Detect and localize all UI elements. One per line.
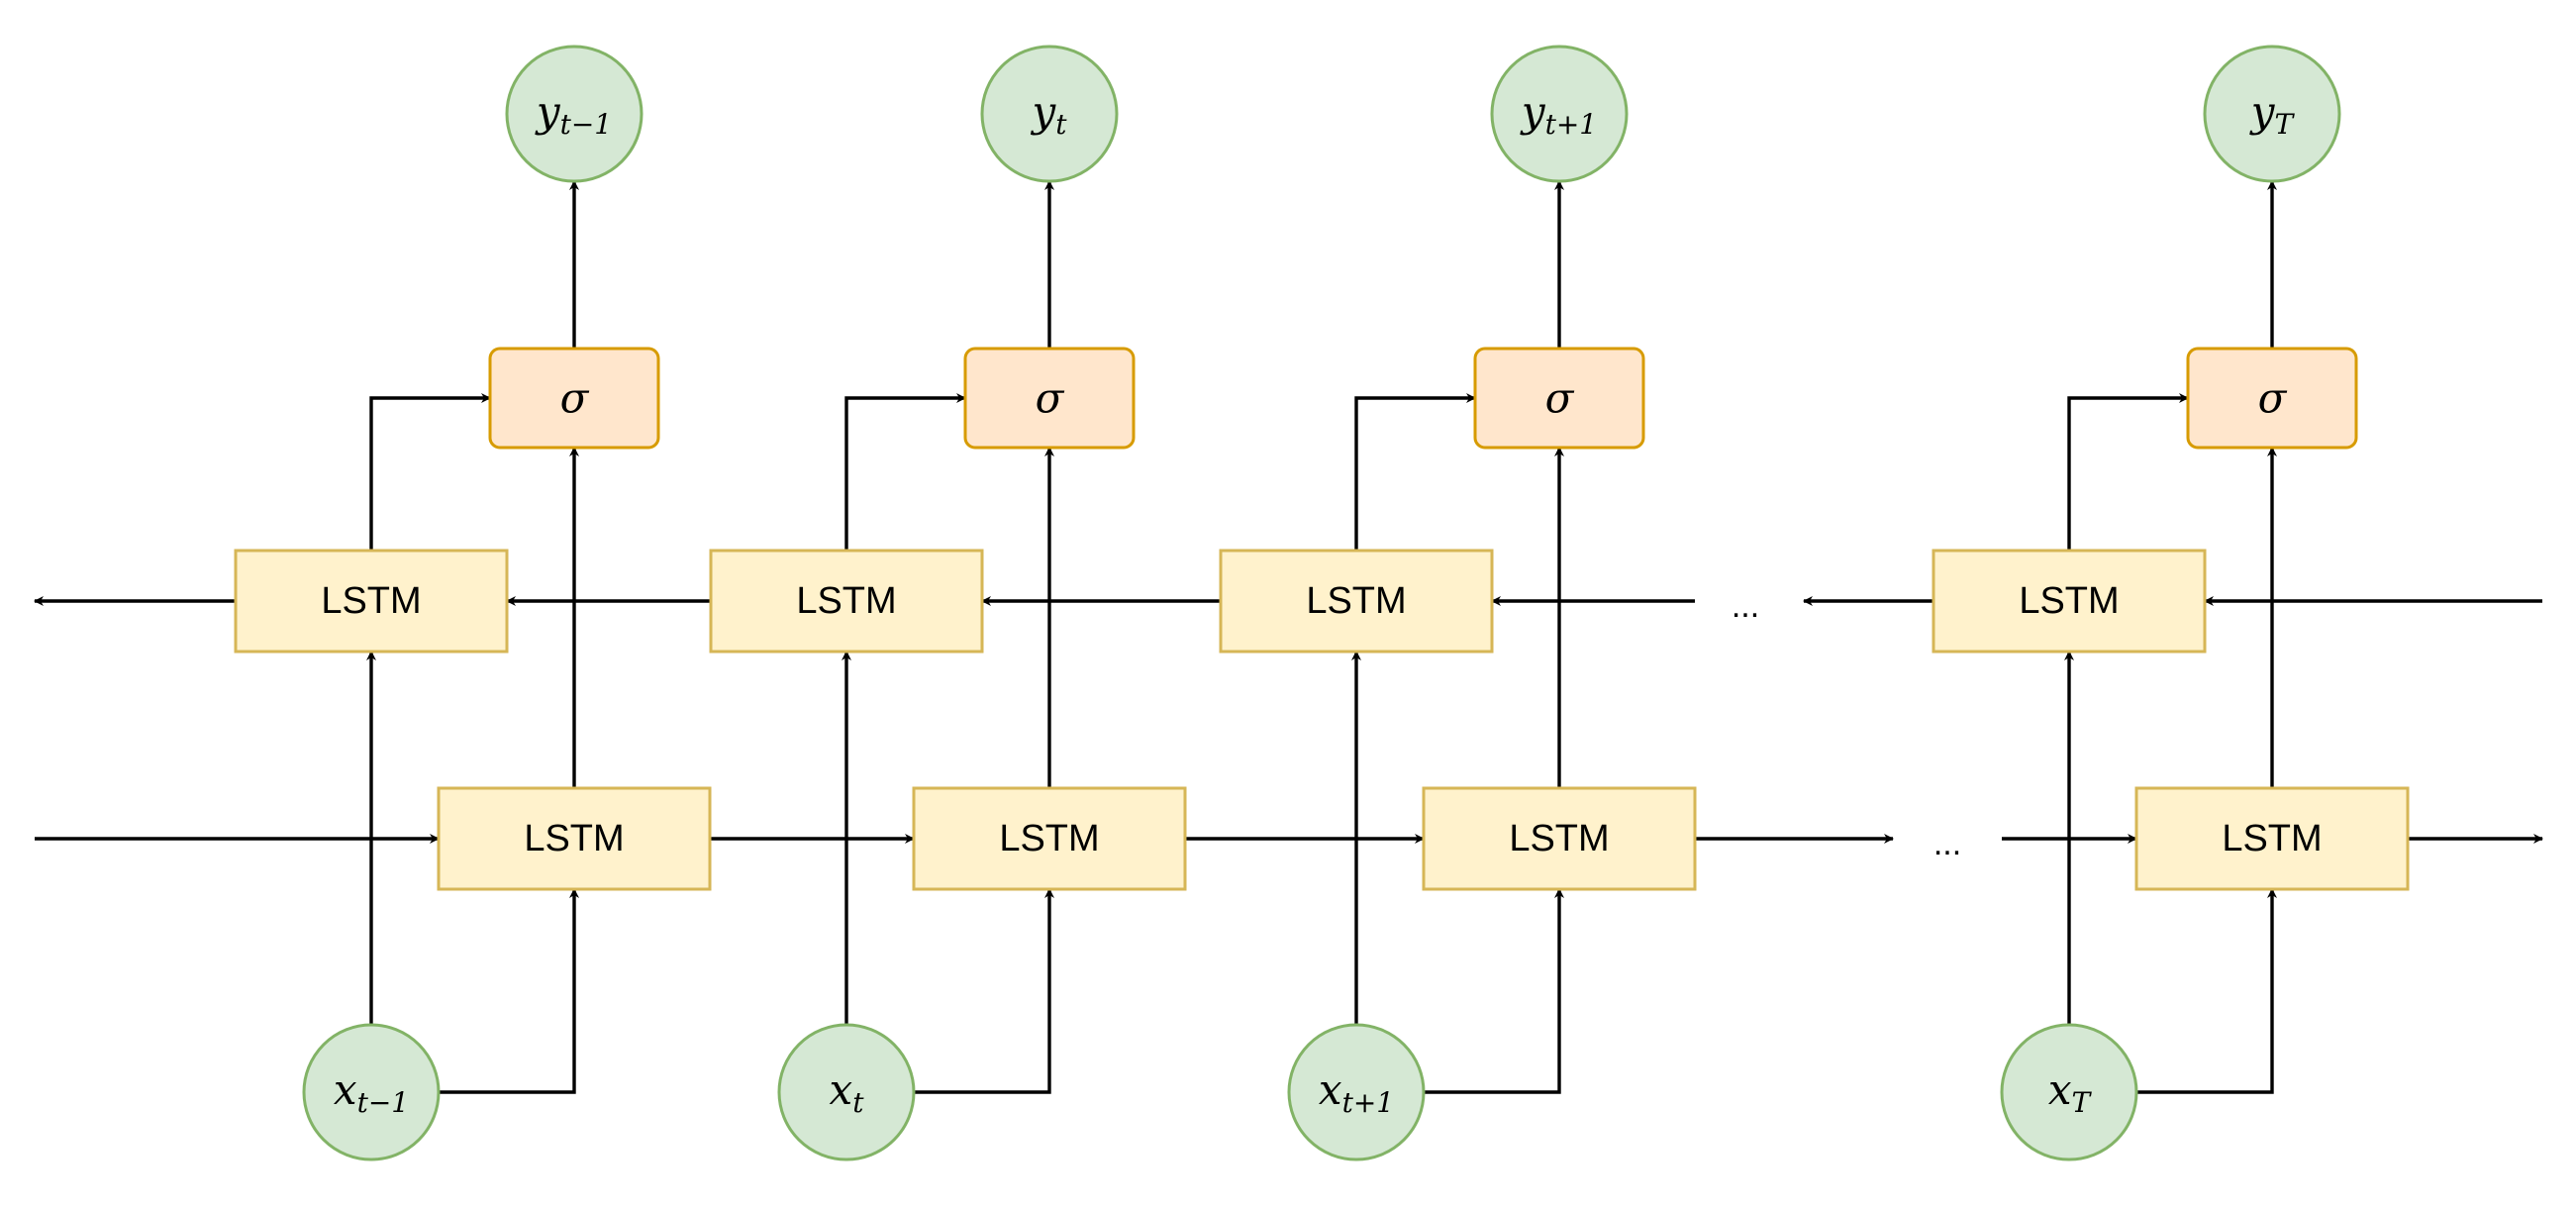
input-node (777, 1023, 916, 1161)
backward-lstm-to-sigma-arrow (2067, 393, 2189, 551)
forward-lstm-box (912, 786, 1187, 891)
backward-lstm-to-sigma-arrow (844, 393, 966, 551)
output-label: yT (2249, 87, 2296, 141)
backward-lstm-label: LSTM (1306, 580, 1406, 622)
sigma-box (963, 347, 1136, 450)
input-subscript: t−1 (357, 1086, 410, 1119)
output-symbol: y (1520, 87, 1546, 136)
sigma-label: σ (560, 374, 590, 423)
forward-ellipsis: ... (1933, 825, 1961, 862)
output-symbol: y (1031, 87, 1057, 136)
output-subscript: t+1 (1545, 108, 1598, 141)
forward-lstm-box (1422, 786, 1697, 891)
forward-lstm-label: LSTM (999, 818, 1099, 859)
output-label: yt+1 (1520, 87, 1597, 141)
output-label: yt−1 (535, 87, 612, 141)
output-subscript: t (1055, 108, 1067, 141)
output-node (1490, 45, 1629, 183)
input-subscript: T (2072, 1086, 2093, 1119)
forward-lstm-label: LSTM (1509, 818, 1609, 859)
backward-lstm-box (1219, 549, 1494, 654)
output-node (2203, 45, 2341, 183)
output-symbol: y (2249, 87, 2276, 136)
output-label: yt (1031, 87, 1068, 141)
forward-lstm-label: LSTM (524, 818, 624, 859)
input-subscript: t (852, 1086, 864, 1119)
forward-lstm-box (2134, 786, 2410, 891)
input-node (1287, 1023, 1426, 1161)
output-symbol: y (535, 87, 561, 136)
backward-lstm-box (709, 549, 984, 654)
backward-lstm-box (1932, 549, 2207, 654)
arrow-layer (34, 180, 2543, 1094)
input-node (2000, 1023, 2138, 1161)
sigma-box (488, 347, 660, 450)
sigma-label: σ (2258, 374, 2288, 423)
output-node (980, 45, 1119, 183)
node-layer: yt−1σLSTMLSTMxt−1ytσLSTMLSTMxtyt+1σLSTML… (234, 45, 2410, 1161)
input-to-forward-lstm-arrow (2136, 888, 2277, 1094)
output-subscript: t−1 (560, 108, 613, 141)
backward-lstm-label: LSTM (2019, 580, 2119, 622)
backward-lstm-box (234, 549, 509, 654)
input-symbol: x (1319, 1065, 1342, 1114)
input-label: xt−1 (334, 1065, 409, 1119)
input-subscript: t+1 (1342, 1086, 1395, 1119)
input-label: xt+1 (1319, 1065, 1394, 1119)
output-subscript: T (2275, 108, 2296, 141)
sigma-label: σ (1036, 374, 1065, 423)
input-label: xT (2048, 1065, 2093, 1119)
input-symbol: x (334, 1065, 357, 1114)
backward-lstm-to-sigma-arrow (1354, 393, 1476, 551)
input-symbol: x (830, 1065, 853, 1114)
input-label: xt (830, 1065, 865, 1119)
input-node (302, 1023, 441, 1161)
sigma-box (1473, 347, 1645, 450)
forward-lstm-box (437, 786, 712, 891)
forward-lstm-label: LSTM (2222, 818, 2322, 859)
backward-lstm-to-sigma-arrow (369, 393, 491, 551)
sigma-label: σ (1545, 374, 1575, 423)
sigma-box (2186, 347, 2358, 450)
input-to-forward-lstm-arrow (1424, 888, 1564, 1094)
output-node (505, 45, 644, 183)
input-symbol: x (2048, 1065, 2072, 1114)
backward-ellipsis: ... (1732, 587, 1759, 625)
backward-lstm-label: LSTM (321, 580, 421, 622)
backward-lstm-label: LSTM (796, 580, 896, 622)
input-to-forward-lstm-arrow (914, 888, 1054, 1094)
input-to-forward-lstm-arrow (439, 888, 579, 1094)
